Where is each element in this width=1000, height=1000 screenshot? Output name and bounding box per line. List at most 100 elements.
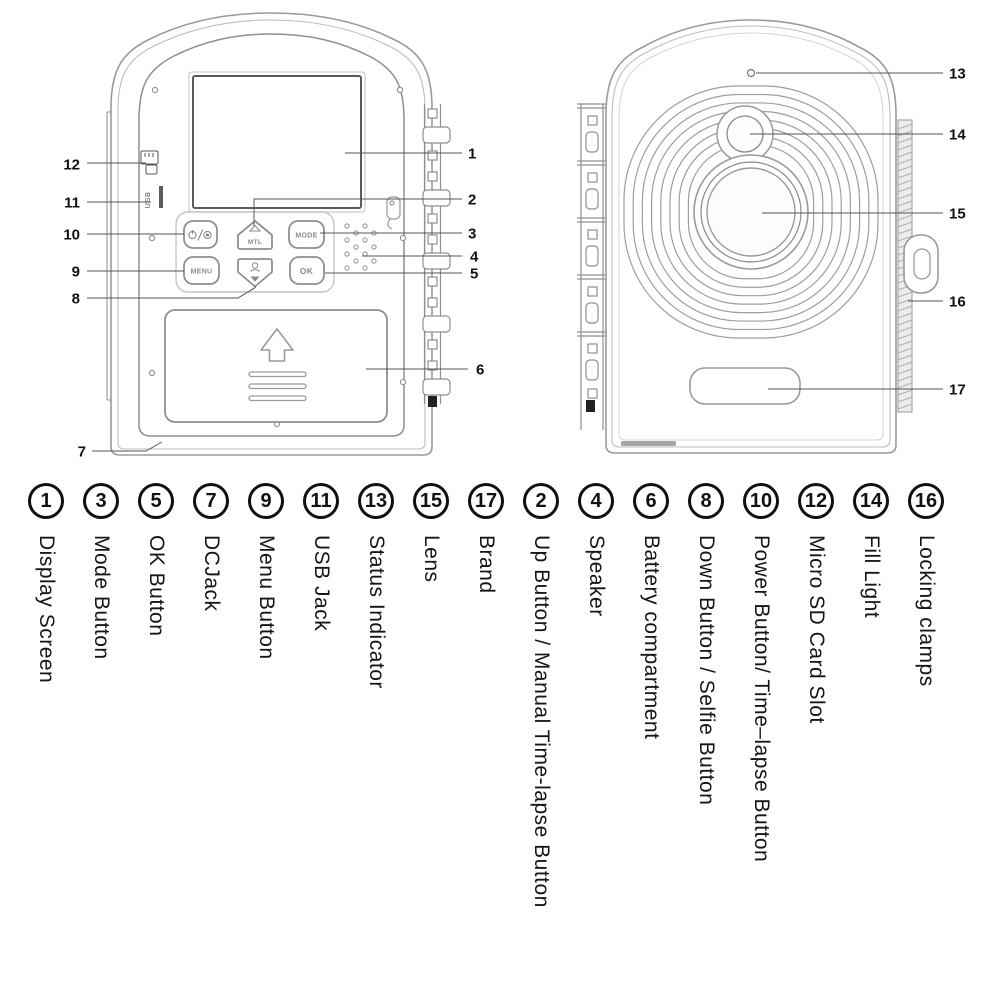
battery-arrow-icon	[260, 328, 294, 362]
legend-label: Brand	[475, 535, 498, 594]
callout-number-17: 17	[949, 382, 966, 399]
legend-label: Power Button/ Time–lapse Button	[750, 535, 773, 863]
callout-number-2: 2	[468, 192, 476, 209]
usb-label: USB	[143, 192, 152, 209]
legend-number-badge: 11	[303, 483, 339, 519]
legend-label: Locking clamps	[915, 535, 938, 687]
legend-number-badge: 17	[468, 483, 504, 519]
back-strip-end-cap	[428, 396, 437, 407]
front-view-device	[577, 19, 939, 454]
front-face-line	[618, 32, 884, 441]
legend-number-badge: 7	[193, 483, 229, 519]
legend-label: Up Button / Manual Time-lapse Button	[530, 535, 553, 908]
sd-card-icon	[140, 150, 159, 175]
callout-line-7	[92, 441, 163, 452]
front-hinge-rails	[580, 104, 604, 430]
legend-number-badge: 13	[358, 483, 394, 519]
down-selfie-button	[237, 258, 273, 288]
menu-button-label: MENU	[191, 269, 213, 276]
legend-number-badge: 4	[578, 483, 614, 519]
brand-plate	[689, 367, 801, 405]
strap-loop	[903, 234, 939, 294]
legend-number-badge: 5	[138, 483, 174, 519]
legend-label: OK Button	[145, 535, 168, 637]
legend-label: Fill Light	[860, 535, 883, 619]
up-mtl-button: MTL	[237, 220, 273, 250]
mode-button-label: MODE	[295, 233, 317, 240]
legend-label: Lens	[420, 535, 443, 583]
mtl-button-label: MTL	[248, 239, 262, 246]
legend-item-5: 5 OK Button	[133, 483, 179, 636]
callout-number-13: 13	[949, 66, 966, 83]
lens	[693, 154, 809, 270]
legend-number-badge: 14	[853, 483, 889, 519]
callout-number-16: 16	[949, 294, 966, 311]
battery-compartment	[164, 309, 388, 423]
ok-button-label: OK	[300, 266, 314, 276]
legend-number-badge: 3	[83, 483, 119, 519]
callout-number-8: 8	[72, 291, 80, 308]
certification-marks	[621, 441, 676, 446]
callout-number-14: 14	[949, 127, 966, 144]
callout-number-9: 9	[72, 264, 80, 281]
back-shell-inner-line	[117, 19, 426, 450]
callout-number-10: 10	[63, 227, 80, 244]
callout-line-8	[87, 286, 257, 299]
legend-number-badge: 10	[743, 483, 779, 519]
callout-number-7: 7	[78, 444, 86, 461]
legend-label: Speaker	[585, 535, 608, 617]
selfie-icon	[250, 262, 260, 272]
legend-label: Display Screen	[35, 535, 58, 684]
legend-number-badge: 8	[688, 483, 724, 519]
fill-light	[716, 105, 774, 163]
callout-number-11: 11	[64, 195, 80, 212]
legend-label: Micro SD Card Slot	[805, 535, 828, 724]
legend-number-badge: 2	[523, 483, 559, 519]
front-hinge-strip	[577, 103, 607, 399]
legend-item-2: 2 Up Button / Manual Time-lapse Button	[518, 483, 564, 908]
callout-number-3: 3	[468, 226, 476, 243]
callout-number-12: 12	[63, 157, 80, 174]
legend-number-badge: 12	[798, 483, 834, 519]
power-display-button	[183, 220, 218, 249]
callout-number-1: 1	[468, 146, 476, 163]
display-screen	[192, 75, 362, 209]
legend-label: DCJack	[200, 535, 223, 612]
legend-number-badge: 16	[908, 483, 944, 519]
back-clamp-strip	[422, 108, 451, 396]
callout-number-4: 4	[470, 249, 479, 266]
back-view-device: MTL MODE MENU OK	[106, 12, 451, 456]
legend-label: Down Button / Selfie Button	[695, 535, 718, 806]
battery-grille	[248, 371, 307, 402]
callout-number-15: 15	[949, 206, 966, 223]
status-indicator-hole	[746, 68, 756, 78]
front-shell-inner-line	[611, 25, 891, 448]
front-hinge-end-cap	[586, 400, 595, 412]
legend-number-badge: 15	[413, 483, 449, 519]
mode-button: MODE	[288, 220, 325, 249]
legend-number-badge: 1	[28, 483, 64, 519]
legend-label: USB Jack	[310, 535, 333, 632]
legend-label: Status Indicator	[365, 535, 388, 689]
device-diagram-svg: MTL MODE MENU OK	[63, 12, 966, 461]
power-display-icon	[188, 229, 212, 241]
legend-number-badge: 6	[633, 483, 669, 519]
callout-line-2	[253, 198, 462, 226]
down-arrow-icon	[250, 276, 260, 282]
callout-number-6: 6	[476, 362, 484, 379]
